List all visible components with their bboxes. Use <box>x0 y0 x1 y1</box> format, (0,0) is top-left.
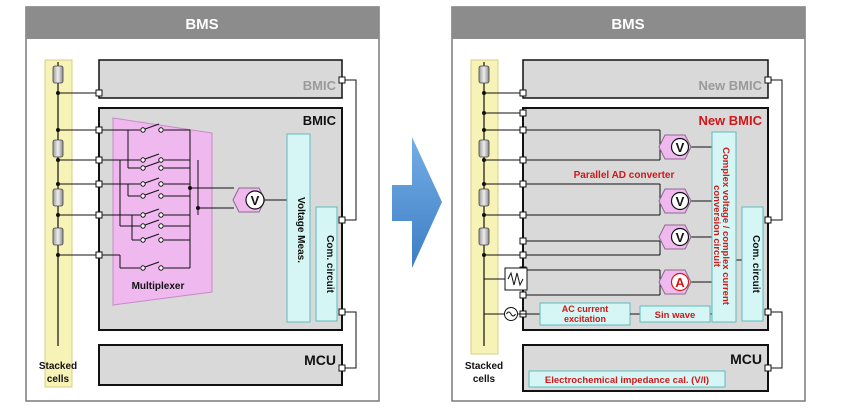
left-panel: BMS Stacked cells BMIC BMIC Multiplexer <box>25 6 380 402</box>
voltage-meas-block <box>286 133 311 323</box>
voltmeter-symbol: V <box>251 193 260 208</box>
battery-cell-icon <box>478 227 490 246</box>
shunt-resistor <box>484 267 528 291</box>
right-bus-lines <box>768 79 783 369</box>
switch-icon <box>140 153 164 163</box>
mux-switches <box>140 123 164 271</box>
right-title: BMS <box>611 16 644 33</box>
right-junction-dots <box>482 91 486 257</box>
battery-cell-icon <box>52 65 64 84</box>
complex-conversion-block <box>711 131 737 323</box>
right-bmic-top-label: New BMIC <box>698 78 762 93</box>
left-bmic-top-label: BMIC <box>303 78 337 93</box>
left-bmic-main-label: BMIC <box>303 113 337 128</box>
switch-icon <box>140 189 164 199</box>
complex-conversion-label-1: Complex voltage / complex current <box>720 147 731 306</box>
left-stacked-label-2: cells <box>47 374 70 385</box>
left-stacked-label-1: Stacked <box>39 361 77 372</box>
battery-cell-icon <box>52 139 64 158</box>
left-pin-squares <box>95 89 103 259</box>
right-mcu-label: MCU <box>730 351 762 367</box>
complex-conversion-label-2: conversion circuit <box>711 185 722 268</box>
left-title: BMS <box>185 16 218 33</box>
ac-source <box>484 307 540 321</box>
ammeter-symbol: A <box>675 275 685 290</box>
right-panel: BMS Stacked cells New BMIC New BMIC <box>451 6 806 402</box>
voltmeter-icon <box>670 227 690 247</box>
meter-v1: V <box>658 134 692 160</box>
battery-cell-icon <box>52 227 64 246</box>
left-cells <box>52 65 64 246</box>
switch-icon <box>140 161 164 171</box>
switch-icon <box>140 123 164 133</box>
right-tap-lines <box>484 92 742 315</box>
battery-cell-icon <box>478 65 490 84</box>
voltmeter-icon <box>245 190 265 210</box>
sin-wave-label: Sin wave <box>655 310 696 321</box>
left-bmic-top-box <box>98 59 343 99</box>
right-stacked-label-2: cells <box>473 374 496 385</box>
transition-arrow-icon <box>392 137 442 268</box>
ac-excitation-label-1: AC current <box>562 304 609 314</box>
meter-v3: V <box>658 224 692 250</box>
switch-icon <box>140 233 164 243</box>
switch-icon <box>140 208 164 218</box>
ac-excitation-label-2: excitation <box>564 314 606 324</box>
voltmeter-symbol: V <box>676 140 685 155</box>
resistor-icon <box>507 271 524 287</box>
multiplexer-label: Multiplexer <box>132 281 185 292</box>
switch-icon <box>140 177 164 187</box>
voltmeter-icon <box>670 137 690 157</box>
right-stacked-label-1: Stacked <box>465 361 503 372</box>
left-bus-lines <box>342 79 357 369</box>
battery-cell-icon <box>52 188 64 207</box>
battery-cell-icon <box>478 139 490 158</box>
left-bus-pins <box>338 76 346 372</box>
ammeter-icon <box>670 272 690 292</box>
right-com-circuit-label: Com. circuit <box>750 235 761 293</box>
right-bus-pins <box>764 76 772 372</box>
left-tap-lines <box>58 92 234 269</box>
voltmeter-symbol: V <box>676 230 685 245</box>
sine-glyph-icon <box>506 311 516 317</box>
parallel-ad-label: Parallel AD converter <box>574 170 675 181</box>
right-cells <box>478 65 490 246</box>
voltage-meas-label: Voltage Meas. <box>295 197 306 263</box>
left-voltmeter: V <box>232 187 287 213</box>
right-bmic-top-box <box>522 59 769 99</box>
right-com-circuit-block <box>741 206 764 322</box>
left-com-circuit-block <box>315 206 338 322</box>
sin-wave-block <box>639 305 711 323</box>
switch-icon <box>140 219 164 229</box>
right-header-bar <box>452 7 805 39</box>
voltmeter-symbol: V <box>676 194 685 209</box>
left-mcu-label: MCU <box>304 352 336 368</box>
meter-a: A <box>658 269 692 295</box>
right-bmic-main-label: New BMIC <box>698 113 762 128</box>
switch-icon <box>140 261 164 271</box>
left-com-circuit-label: Com. circuit <box>324 235 335 293</box>
battery-cell-icon <box>478 188 490 207</box>
multiplexer-block <box>112 117 213 306</box>
meter-v2: V <box>658 188 692 214</box>
left-junction-dots <box>56 91 200 257</box>
left-header-bar <box>26 7 379 39</box>
eis-label: Electrochemical impedance cal. (V/I) <box>545 375 709 386</box>
voltmeter-icon <box>670 191 690 211</box>
eis-block <box>528 370 726 388</box>
